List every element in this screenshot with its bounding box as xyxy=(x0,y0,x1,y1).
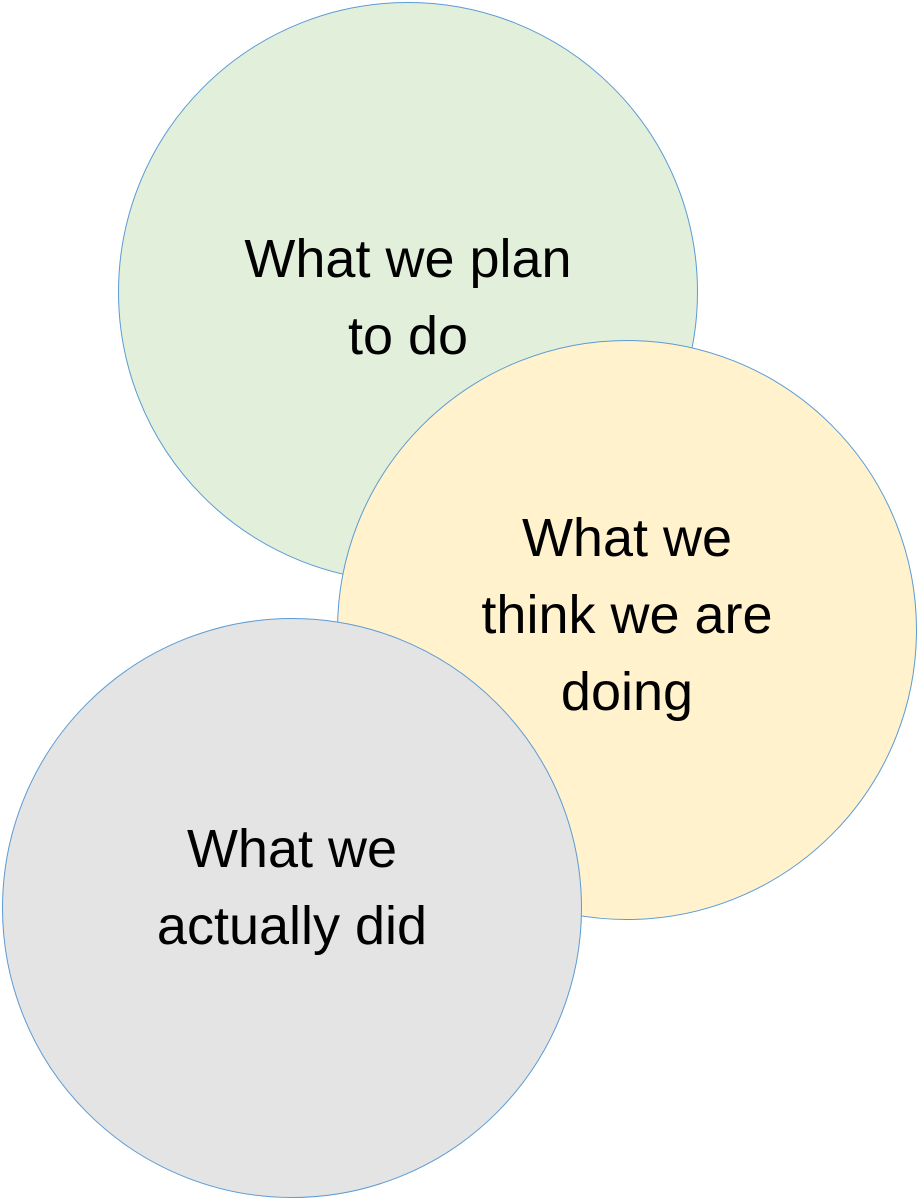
did-circle: What we actually did xyxy=(2,618,582,1198)
did-circle-label: What we actually did xyxy=(156,819,428,956)
think-circle-label: What we think we are doing xyxy=(481,507,773,722)
plan-circle-label: What we plan to do xyxy=(244,229,572,366)
